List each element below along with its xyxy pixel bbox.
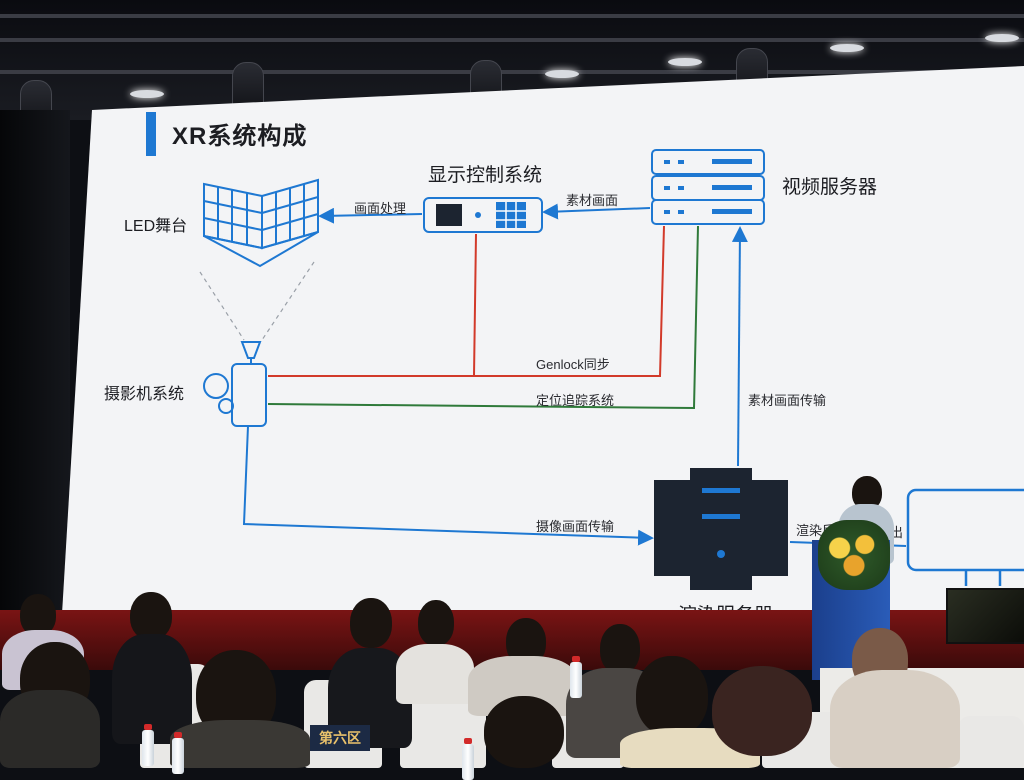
led-stage-icon <box>203 178 319 268</box>
audience-body <box>170 720 310 768</box>
truss-beam <box>0 14 1024 18</box>
water-bottle <box>142 730 154 766</box>
camera-icon <box>203 341 267 427</box>
truss-beam <box>0 70 1024 74</box>
ceiling-lamp <box>668 58 702 66</box>
material-transfer-label: 素材画面传输 <box>748 393 827 408</box>
ceiling-lamp <box>985 34 1019 42</box>
led-stage-label: LED舞台 <box>124 218 188 235</box>
audience-body <box>0 690 100 768</box>
audience-head <box>600 624 640 674</box>
bottle-cap <box>572 656 580 662</box>
render-server-icon <box>654 468 788 590</box>
camera-system-label: 摄影机系统 <box>104 386 185 403</box>
water-bottle <box>172 738 184 774</box>
camera-transfer-label: 摄像画面传输 <box>536 519 615 534</box>
picture-processing-label: 画面处理 <box>354 201 407 216</box>
audience-head <box>712 666 812 756</box>
tracking-label: 定位追踪系统 <box>536 393 615 408</box>
audience-head <box>350 598 392 648</box>
title-accent-bar <box>146 112 156 156</box>
water-bottle <box>570 662 582 698</box>
display-control-icon <box>423 197 543 233</box>
truss-beam <box>0 38 1024 42</box>
audience-body <box>112 634 192 744</box>
audience-body <box>830 670 960 768</box>
flower-arrangement <box>818 520 890 590</box>
table-tent-card: 第六区 <box>310 725 370 751</box>
left-wall <box>0 110 70 630</box>
audience-head <box>484 696 564 768</box>
bottle-cap <box>174 732 182 738</box>
ceiling-lamp <box>545 70 579 78</box>
bottle-cap <box>144 724 152 730</box>
stage-monitor <box>946 588 1024 644</box>
video-server-label: 视频服务器 <box>782 177 878 198</box>
audience-body <box>396 644 474 704</box>
water-bottle <box>462 744 474 780</box>
audience-head <box>20 594 56 636</box>
audience-head <box>636 656 708 736</box>
audience-head <box>418 600 454 646</box>
bottle-cap <box>464 738 472 744</box>
slide-title: XR系统构成 <box>172 123 308 150</box>
output-display-icon <box>906 488 1024 586</box>
display-control-label: 显示控制系统 <box>428 165 543 186</box>
video-server-icon <box>651 149 765 225</box>
genlock-label: Genlock同步 <box>536 357 610 372</box>
audience-chair <box>958 716 1024 768</box>
audience-head <box>130 592 172 640</box>
material-picture-label: 素材画面 <box>566 193 619 208</box>
ceiling-lamp <box>830 44 864 52</box>
ceiling-lamp <box>130 90 164 98</box>
